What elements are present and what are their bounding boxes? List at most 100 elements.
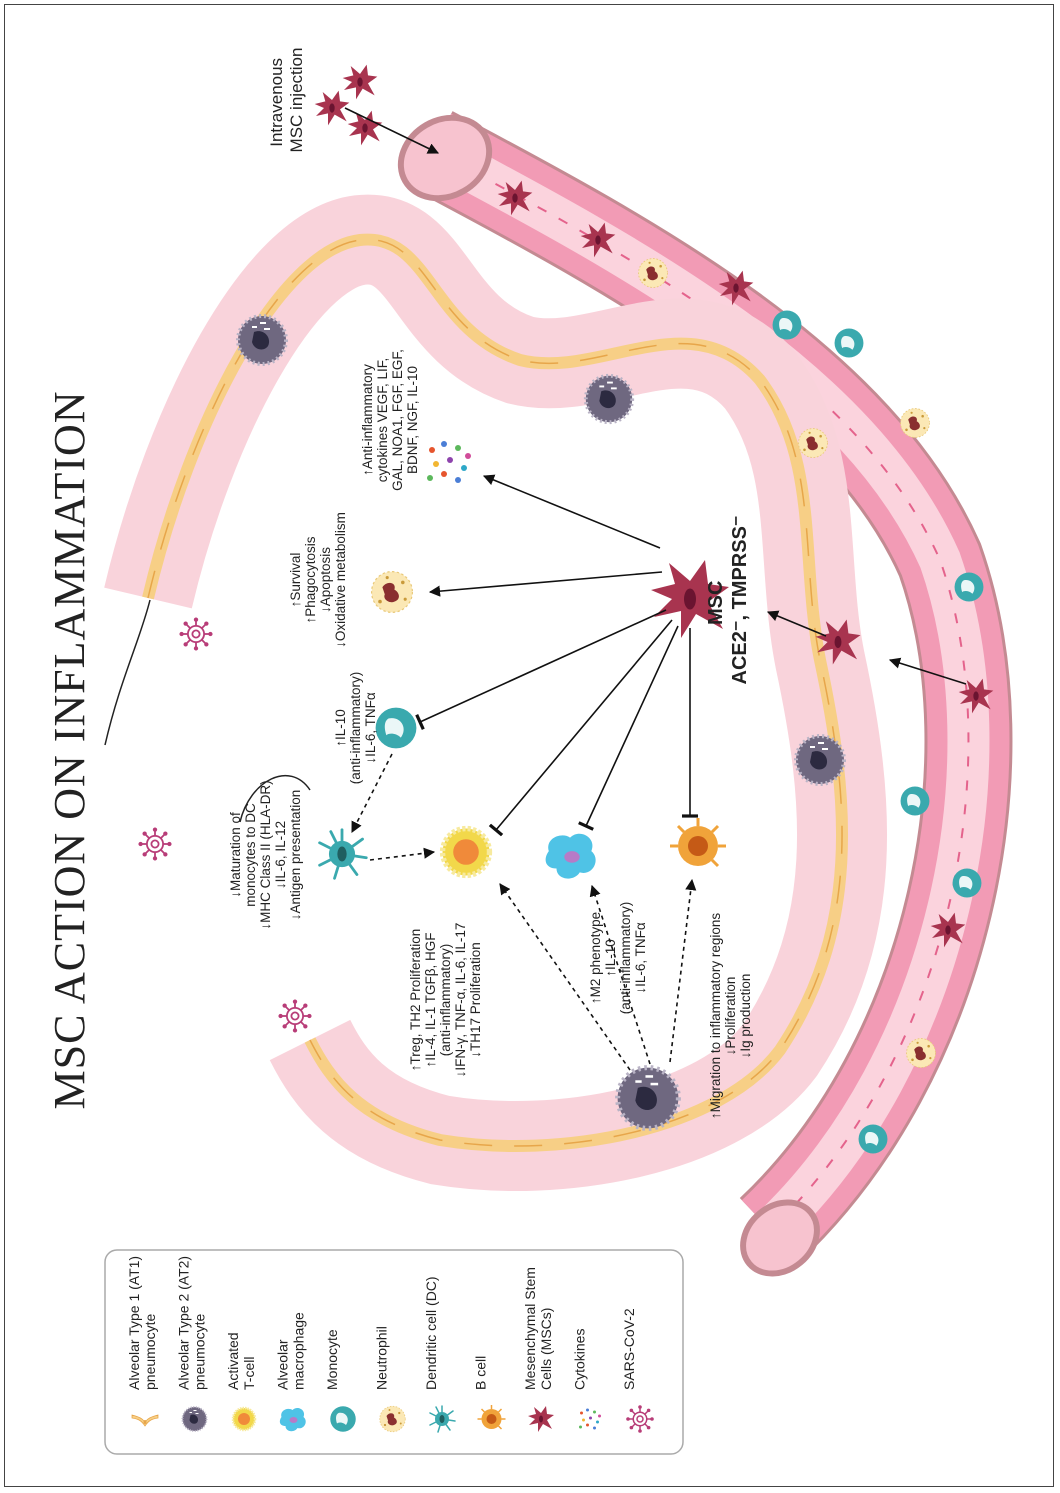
- macrophage-effects-line: ↓IL-6, TNFα: [633, 922, 648, 994]
- dendritic-effects-line: ↓IL-6, IL-12: [273, 821, 288, 889]
- monocyte-effects-line: (anti-inflammatory): [348, 672, 363, 785]
- dendritic-cell-icon: [320, 830, 367, 879]
- legend: Alveolar Type 1 (AT1)pneumocyteAlveolar …: [105, 1250, 683, 1454]
- neutrophil-effects-line: ↓Oxidative metabolism: [333, 512, 348, 648]
- monocyte-icon: [953, 869, 982, 898]
- arrow-to-neutrophil: [430, 572, 662, 592]
- neutrophil-icon: [901, 409, 930, 438]
- dendritic-effects-label: ↓Maturation ofmonocytes to DC↓MHC Class …: [228, 780, 303, 929]
- dashed-arrow: [370, 852, 434, 860]
- bcell-effects-line: ↑Migration to inflammatory regions: [708, 913, 723, 1120]
- neutrophil-effects-line: ↑Survival: [288, 553, 303, 608]
- neutrophil-icon: [907, 1039, 936, 1068]
- neutrophil-effects-label: ↑Survival↑Phagocytosis↓Apoptosis↓Oxidati…: [288, 512, 348, 648]
- neutrophil-icon: [380, 1406, 406, 1432]
- monocyte-icon: [773, 311, 802, 340]
- dendritic-effects-line: ↓Maturation of: [228, 812, 243, 898]
- monocyte-icon: [330, 1406, 356, 1432]
- legend-item-label-line: Monocyte: [324, 1329, 340, 1390]
- monocyte-effects-line: ↓IL-6, TNFα: [363, 692, 378, 764]
- monocyte-icon: [859, 1125, 888, 1154]
- cytokines-effects-line: cytokines VEGF, LIF,: [375, 358, 390, 483]
- t-cell-icon: [443, 829, 490, 876]
- arrow-to-cytokines: [484, 476, 660, 548]
- msc-label: MSC ACE2⁻, TMPRSS⁻: [705, 516, 751, 685]
- tcell-effects-label: ↑Treg, TH2 Proliferation↑IL-4, IL-1 TGFβ…: [408, 923, 483, 1078]
- msc-label-line: ACE2⁻, TMPRSS⁻: [729, 516, 751, 685]
- inhibit-monocyte: [420, 610, 666, 722]
- bcell-effects-line: ↓Ig production: [738, 974, 753, 1059]
- b-cell-icon: [670, 818, 726, 866]
- dashed-arrow: [670, 880, 692, 1062]
- inhibit-tcell: [496, 620, 672, 830]
- neutrophil-icon: [639, 259, 668, 288]
- msc-icon: [348, 111, 383, 146]
- macrophage-effects-line: ↑IL-10: [603, 939, 618, 977]
- msc-label-line: MSC: [705, 581, 727, 625]
- at2-cell-icon: [586, 376, 632, 422]
- inhibit-macrophage: [586, 626, 678, 826]
- tcell-effects-line: ↓TH17 Proliferation: [468, 942, 483, 1058]
- page-title: MSC ACTION ON INFLAMMATION: [45, 390, 94, 1109]
- legend-item-label-line: Alveolar Type 2 (AT2): [176, 1256, 192, 1390]
- legend-item-label: Cytokines: [572, 1329, 588, 1390]
- injection-label-line: Intravenous: [267, 58, 286, 147]
- legend-item-label-line: Neutrophil: [374, 1326, 390, 1390]
- legend-item-label-line: pneumocyte: [192, 1314, 208, 1390]
- legend-item-label-line: Alveolar Type 1 (AT1): [126, 1256, 142, 1390]
- legend-item-label-line: pneumocyte: [142, 1314, 158, 1390]
- legend-item-label-line: Dendritic cell (DC): [423, 1276, 439, 1390]
- legend-item-label-line: B cell: [473, 1356, 489, 1390]
- at2-cell-icon: [796, 736, 844, 784]
- injection-label: Intravenous MSC injection: [267, 48, 306, 153]
- legend-item-label: B cell: [473, 1356, 489, 1390]
- sars-cov-2-icon: [278, 999, 311, 1032]
- tcell-effects-line: (anti-inflammatory): [438, 944, 453, 1057]
- legend-item-label: Dendritic cell (DC): [423, 1276, 439, 1390]
- monocyte-icon: [376, 708, 417, 749]
- legend-item-label-line: T-cell: [241, 1357, 257, 1390]
- monocyte-icon: [835, 329, 864, 358]
- legend-item-label-line: macrophage: [291, 1312, 307, 1390]
- macrophage-effects-line: ↑M2 phenotype: [588, 912, 603, 1004]
- legend-item-label-line: SARS-CoV-2: [621, 1308, 637, 1390]
- tcell-effects-line: ↑Treg, TH2 Proliferation: [408, 929, 423, 1072]
- cytokines-effects-label: ↑Anti-inflammatorycytokines VEGF, LIF,GA…: [360, 349, 420, 491]
- injection-label-line: MSC injection: [287, 48, 306, 153]
- dendritic-effects-line: ↓MHC Class II (HLA-DR): [258, 780, 273, 929]
- neutrophil-icon: [799, 429, 828, 458]
- msc-icon: [315, 91, 350, 126]
- sars-cov-2-icon: [138, 827, 171, 860]
- bcell-effects-line: ↓Proliferation: [723, 977, 738, 1056]
- macrophage-effects-label: ↑M2 phenotype↑IL-10(anti-inflammatory)↓I…: [588, 902, 648, 1015]
- at2-cell-icon: [183, 1407, 207, 1431]
- cytokines-effects-line: GAL, NOA1, FGF, EGF,: [390, 349, 405, 491]
- tcell-effects-line: ↑IL-4, IL-1 TGFβ, HGF: [423, 932, 438, 1067]
- monocyte-icon: [901, 787, 930, 816]
- legend-item-label: Monocyte: [324, 1329, 340, 1390]
- at2-cell-icon: [238, 316, 286, 364]
- cytokines-icon: [427, 441, 471, 483]
- effect-labels: ↑Anti-inflammatorycytokines VEGF, LIF,GA…: [228, 349, 753, 1119]
- monocyte-effects-line: ↑IL-10: [333, 709, 348, 747]
- macrophage-icon: [546, 834, 596, 879]
- cytokines-effects-line: ↑Anti-inflammatory: [360, 364, 375, 476]
- neutrophil-icon: [372, 572, 413, 613]
- at2-cell-icon: [618, 1068, 679, 1129]
- legend-item-label-line: Activated: [225, 1332, 241, 1390]
- macrophage-effects-line: (anti-inflammatory): [618, 902, 633, 1015]
- neutrophil-effects-line: ↑Phagocytosis: [303, 536, 318, 623]
- legend-item-label: Neutrophil: [374, 1326, 390, 1390]
- cytokines-effects-line: BDNF, NGF, IL-10: [405, 366, 420, 474]
- legend-item-label-line: Cytokines: [572, 1329, 588, 1390]
- sars-cov-2-icon: [179, 617, 212, 650]
- legend-item-label-line: Cells (MSCs): [538, 1308, 554, 1390]
- legend-item-label: SARS-CoV-2: [621, 1308, 637, 1390]
- legend-item-label-line: Mesenchymal Stem: [522, 1267, 538, 1390]
- neutrophil-effects-line: ↓Apoptosis: [318, 547, 333, 613]
- dendritic-effects-line: ↓Antigen presentation: [288, 790, 303, 921]
- msc-icon: [343, 65, 378, 100]
- monocyte-icon: [955, 573, 984, 602]
- dashed-arrows: [352, 754, 692, 1070]
